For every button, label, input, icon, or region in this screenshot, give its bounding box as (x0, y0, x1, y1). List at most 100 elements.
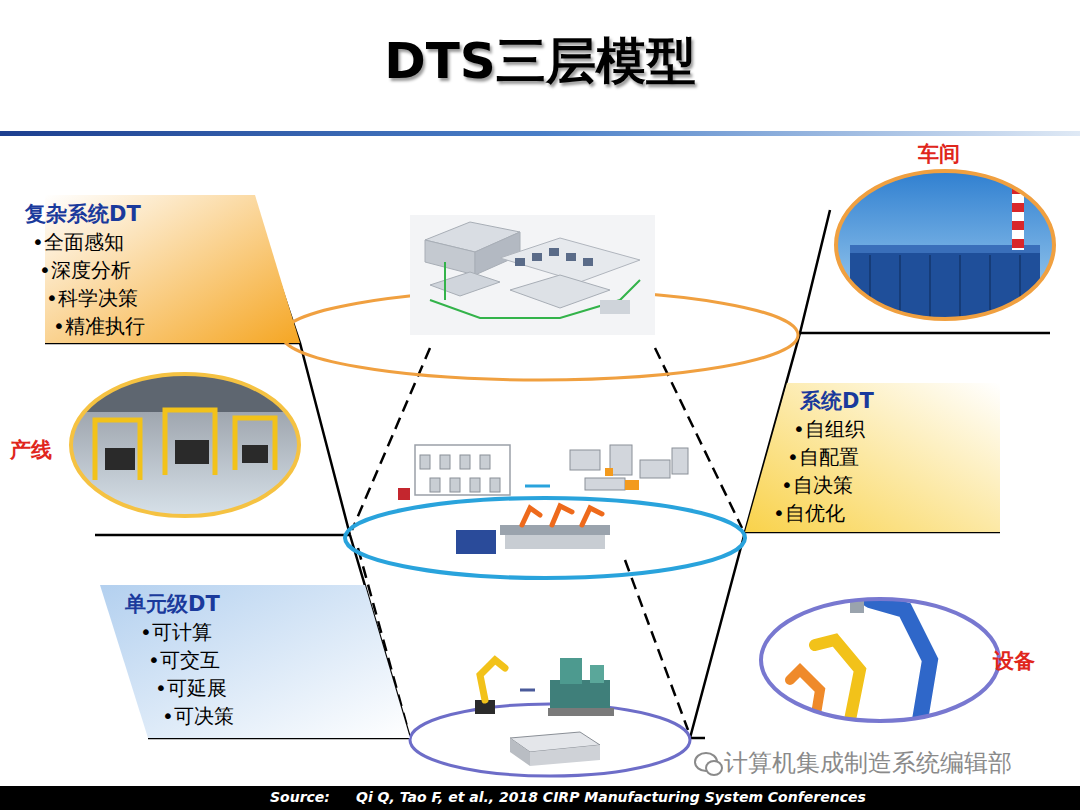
production-line-illustration (490, 478, 500, 492)
dashed-guide (625, 560, 688, 730)
bullet-item: •精准执行 (53, 312, 300, 340)
dashed-guide (352, 348, 742, 730)
wechat-icon (706, 761, 722, 775)
production-line-illustration (500, 525, 610, 535)
watermark: 计算机集成制造系统编辑部 (724, 747, 1012, 779)
text-panel: 系统DT•自组织•自配置•自决策•自优化 (745, 383, 1000, 533)
workshop-photo (989, 255, 991, 320)
equipment-illustration (480, 660, 505, 700)
bullet-item: •可决策 (162, 702, 410, 730)
production-line-illustration (398, 445, 688, 554)
bullet-item: •可交互 (148, 646, 410, 674)
workshop-photo (1019, 255, 1021, 320)
panel-heading: 复杂系统DT (25, 200, 300, 228)
production-line-illustration (605, 468, 613, 476)
bullet-item: •自优化 (773, 499, 1000, 527)
equipment-illustration (510, 738, 530, 766)
factory-illustration (549, 248, 559, 256)
workshop-photo (1012, 203, 1024, 212)
factory-illustration (444, 262, 446, 300)
workshop-photo (835, 170, 1055, 320)
factory-illustration (510, 275, 610, 308)
funnel-line (95, 534, 350, 537)
equipment-illustration (480, 660, 505, 700)
production-line-photo (95, 410, 275, 480)
production-line-illustration (398, 488, 410, 500)
factory-illustration (410, 215, 655, 335)
robot-photo (760, 595, 1000, 722)
level-label: 产线 (10, 436, 52, 464)
production-line-photo (70, 372, 300, 518)
equipment-illustration (560, 658, 582, 684)
production-line-illustration (440, 455, 450, 469)
workshop-photo (835, 170, 1055, 320)
funnel-line (690, 737, 705, 740)
production-line-illustration (420, 455, 500, 492)
equipment-illustration (520, 689, 535, 692)
equipment-illustration (548, 708, 614, 716)
bullet-item: •自决策 (781, 471, 1000, 499)
funnel-line (800, 332, 1050, 335)
production-line-illustration (582, 508, 602, 525)
production-line-illustration (525, 485, 550, 488)
production-line-photo (165, 410, 215, 475)
bullet-item: •自组织 (793, 415, 1000, 443)
production-line-illustration (430, 478, 440, 492)
factory-illustration (430, 280, 640, 318)
robot-photo (761, 599, 999, 721)
workshop-photo (1012, 239, 1024, 248)
level-ring (410, 704, 690, 776)
bullet-item: •自配置 (787, 443, 1000, 471)
workshop-photo (899, 255, 901, 320)
equipment-illustration (590, 665, 604, 683)
panel-heading: 系统DT (800, 387, 1000, 415)
production-line-illustration (420, 455, 430, 469)
workshop-photo (1012, 221, 1024, 230)
factory-illustration (410, 215, 655, 335)
title: DTS三层模型 (0, 28, 1080, 95)
bullet-item: •可计算 (140, 618, 410, 646)
production-line-illustration (415, 445, 510, 495)
factory-illustration (515, 258, 525, 266)
bullet-item: •可延展 (155, 674, 410, 702)
bullet-item: •科学决策 (46, 284, 300, 312)
production-line-photo (175, 440, 209, 464)
production-line-illustration (672, 448, 688, 474)
robot-photo (790, 600, 930, 720)
factory-illustration (500, 238, 640, 282)
workshop-photo (959, 255, 961, 320)
factory-illustration (515, 248, 593, 266)
production-line-illustration (570, 450, 600, 470)
production-line-illustration (522, 506, 602, 525)
production-line-photo (235, 418, 275, 470)
factory-illustration (425, 240, 475, 275)
production-line-illustration (456, 530, 496, 554)
production-line-illustration (480, 455, 490, 469)
production-line-illustration (450, 478, 460, 492)
source-citation: Qi Q, Tao F, et al., 2018 CIRP Manufactu… (356, 789, 866, 805)
source-label: Source: (270, 789, 330, 805)
bullet-item: •全面感知 (32, 228, 300, 256)
production-line-photo (105, 448, 135, 470)
factory-illustration (430, 272, 500, 296)
header-rule (0, 131, 1080, 136)
production-line-illustration (610, 445, 632, 475)
production-line-illustration (470, 478, 480, 492)
bullet-item: •深度分析 (39, 256, 300, 284)
production-line-illustration (625, 480, 639, 490)
robot-photo (870, 600, 930, 720)
production-line-illustration (552, 506, 572, 525)
robot-photo (760, 598, 1000, 722)
level-label: 车间 (918, 140, 960, 168)
equipment-illustration (475, 658, 614, 766)
production-line-photo (71, 374, 299, 516)
production-line-photo (70, 372, 300, 518)
footer-bar (0, 786, 1080, 810)
panel-fill (745, 383, 1000, 532)
factory-illustration (600, 300, 630, 314)
panel-fill (100, 585, 410, 738)
production-line-photo (70, 372, 300, 518)
robot-photo (760, 595, 1000, 722)
workshop-photo (836, 171, 1054, 319)
level-label: 设备 (993, 647, 1035, 675)
